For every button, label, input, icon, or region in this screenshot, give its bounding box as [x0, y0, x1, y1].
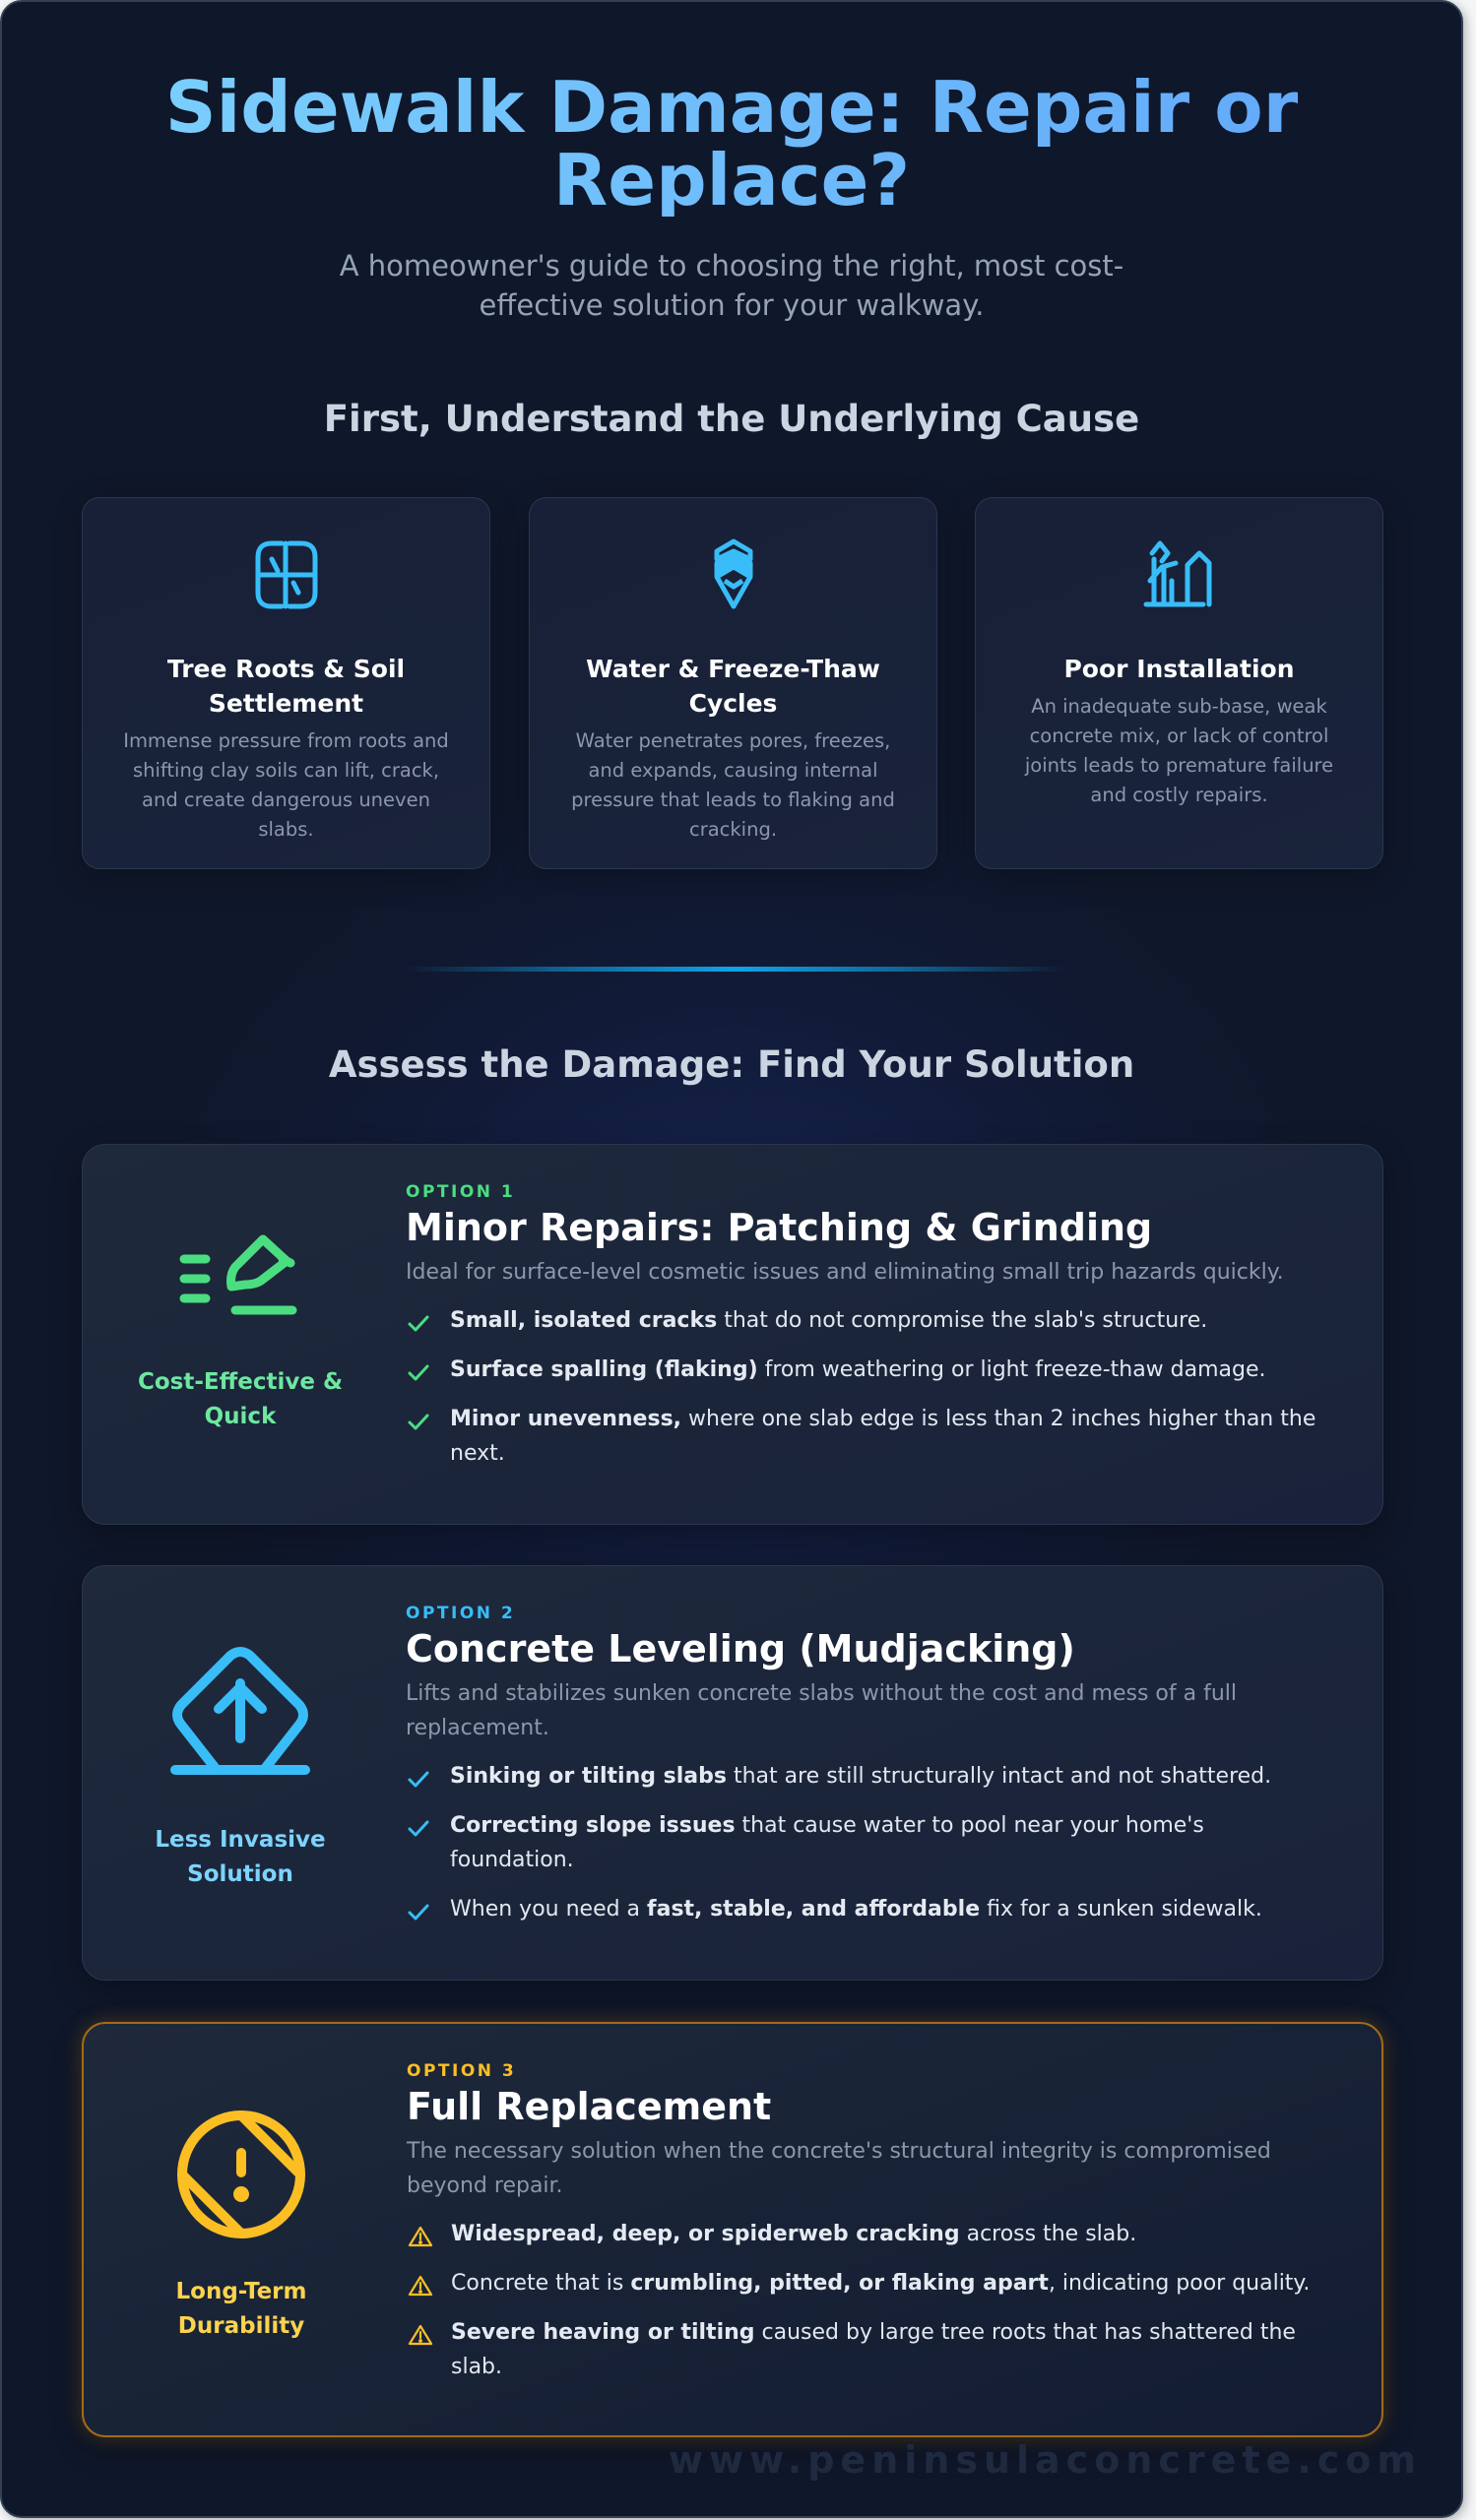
check-icon	[408, 1315, 429, 1332]
cause-text: Water penetrates pores, freezes, and exp…	[571, 729, 895, 841]
option-badge: Long-Term Durability	[175, 2279, 307, 2339]
option-card-concrete-leveling: Less Invasive Solution OPTION 2 Concrete…	[82, 1565, 1383, 1981]
check-icon	[408, 1820, 429, 1837]
option-description: The necessary solution when the concrete…	[407, 2139, 1271, 2198]
list-item: When you need a fast, stable, and afford…	[406, 1892, 1333, 1926]
cause-card-water-freeze: Water & Freeze-Thaw Cycles Water penetra…	[529, 497, 937, 869]
cracked-slab-icon	[83, 537, 489, 612]
cause-text: Immense pressure from roots and shifting…	[123, 729, 449, 841]
option-description: Ideal for surface-level cosmetic issues …	[406, 1260, 1284, 1285]
warning-triangle-icon	[408, 2226, 433, 2247]
option-title: Minor Repairs: Patching & Grinding	[406, 1206, 1153, 1249]
list-item: Surface spalling (flaking) from weatheri…	[406, 1353, 1333, 1387]
criteria-list: Sinking or tilting slabs that are still …	[406, 1759, 1333, 1926]
check-icon	[408, 1771, 429, 1788]
cause-card-tree-roots: Tree Roots & Soil Settlement Immense pre…	[82, 497, 490, 869]
list-item: Widespread, deep, or spiderweb cracking …	[407, 2217, 1332, 2251]
cause-title: Poor Installation	[1063, 655, 1295, 683]
option-card-full-replacement: Long-Term Durability OPTION 3 Full Repla…	[82, 2022, 1383, 2437]
patch-edit-icon	[176, 1226, 304, 1338]
page-title: Sidewalk Damage: Repair or Replace?	[2, 71, 1461, 217]
option-label: OPTION 1	[406, 1182, 516, 1202]
cause-title: Water & Freeze-Thaw Cycles	[586, 655, 880, 718]
solutions-section-title: Assess the Damage: Find Your Solution	[328, 1043, 1135, 1086]
page-subtitle: A homeowner's guide to choosing the righ…	[339, 249, 1124, 322]
section-divider	[406, 967, 1065, 972]
option-description: Lifts and stabilizes sunken concrete sla…	[406, 1681, 1237, 1740]
alert-circle-icon	[172, 2106, 310, 2247]
cause-title: Tree Roots & Soil Settlement	[166, 655, 406, 718]
option-label: OPTION 3	[407, 2061, 517, 2081]
warning-triangle-icon	[408, 2324, 433, 2346]
check-icon	[408, 1904, 429, 1921]
criteria-list: Widespread, deep, or spiderweb cracking …	[407, 2217, 1332, 2384]
warning-triangle-icon	[408, 2275, 433, 2297]
list-item: Severe heaving or tilting caused by larg…	[407, 2315, 1332, 2384]
list-item: Minor unevenness, where one slab edge is…	[406, 1402, 1333, 1471]
option-badge: Cost-Effective & Quick	[137, 1368, 344, 1429]
option-card-minor-repairs: Cost-Effective & Quick OPTION 1 Minor Re…	[82, 1144, 1383, 1525]
option-badge: Less Invasive Solution	[155, 1827, 326, 1887]
list-item: Small, isolated cracks that do not compr…	[406, 1303, 1333, 1338]
option-label: OPTION 2	[406, 1604, 516, 1623]
list-item: Sinking or tilting slabs that are still …	[406, 1759, 1333, 1794]
list-item: Correcting slope issues that cause water…	[406, 1808, 1333, 1877]
cause-card-poor-installation: Poor Installation An inadequate sub-base…	[975, 497, 1383, 869]
cause-text: An inadequate sub-base, weak concrete mi…	[1024, 695, 1334, 806]
website-watermark: www.peninsulaconcrete.com	[668, 2438, 1422, 2482]
water-drop-layers-icon	[530, 537, 936, 612]
list-item: Concrete that is crumbling, pitted, or f…	[407, 2266, 1332, 2300]
check-icon	[408, 1364, 429, 1381]
lift-arrow-icon	[161, 1644, 319, 1796]
causes-section-title: First, Understand the Underlying Cause	[323, 398, 1140, 440]
broken-structure-icon	[976, 537, 1382, 612]
option-title: Full Replacement	[407, 2085, 772, 2128]
option-title: Concrete Leveling (Mudjacking)	[406, 1627, 1075, 1670]
check-icon	[408, 1414, 429, 1430]
criteria-list: Small, isolated cracks that do not compr…	[406, 1303, 1333, 1471]
